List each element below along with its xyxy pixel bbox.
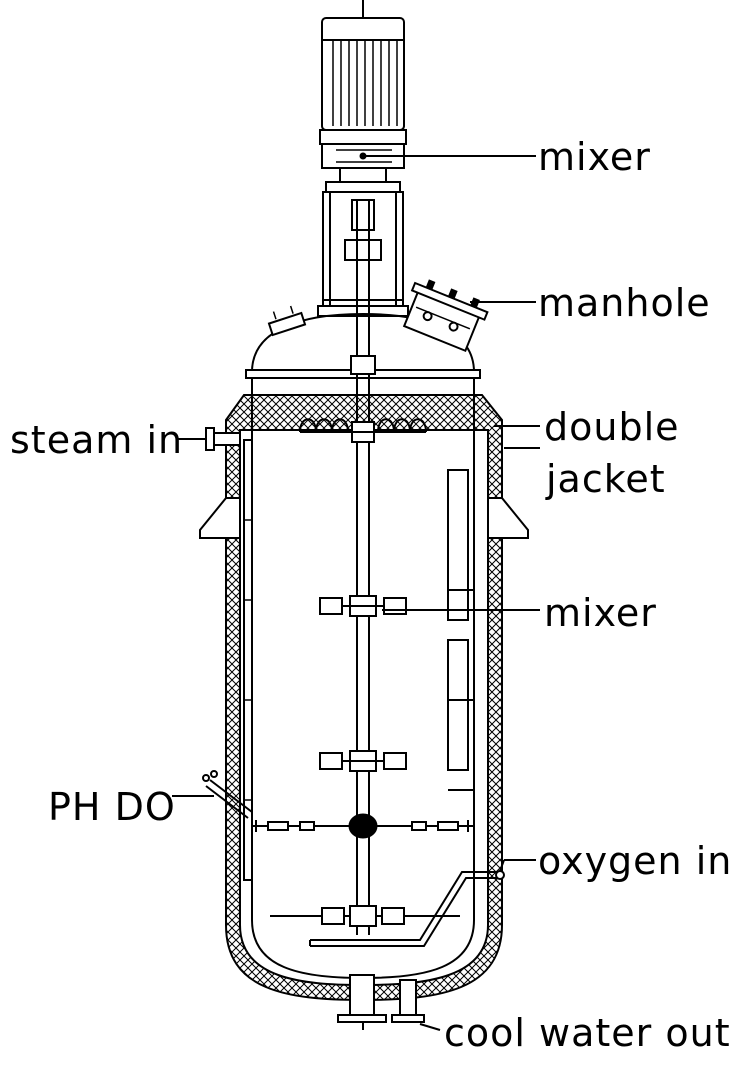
coupling (319, 129, 407, 193)
motor (321, 0, 405, 131)
label-mixer-top: mixer (538, 135, 651, 179)
cool-water-outlet (391, 979, 425, 1023)
mid-impeller-1 (319, 595, 407, 617)
agitator-shaft (350, 200, 376, 935)
leader-lines (172, 155, 540, 1031)
probe-rod (252, 813, 474, 839)
label-manhole: manhole (538, 281, 711, 325)
bottom-outlet (337, 974, 387, 1030)
bottom-impeller (270, 905, 460, 927)
label-cool-water-out: cool water out (444, 1011, 731, 1055)
sparger-pipe (309, 870, 505, 947)
support-lugs (199, 497, 529, 539)
motor-stand (317, 191, 409, 317)
ph-do-probe (202, 770, 253, 819)
head-nozzle (267, 305, 307, 337)
label-ph-do: PH DO (48, 785, 176, 829)
label-mixer-mid: mixer (544, 591, 657, 635)
label-jacket: jacket (545, 457, 666, 501)
manhole-cover (402, 279, 489, 353)
mid-impeller-2 (319, 750, 407, 772)
steam-inlet (200, 427, 241, 451)
baffles (243, 439, 474, 881)
label-oxygen-in: oxygen in (538, 839, 732, 883)
label-steam-in: steam in (10, 418, 183, 462)
label-double: double (544, 405, 680, 449)
top-impeller (299, 418, 427, 443)
